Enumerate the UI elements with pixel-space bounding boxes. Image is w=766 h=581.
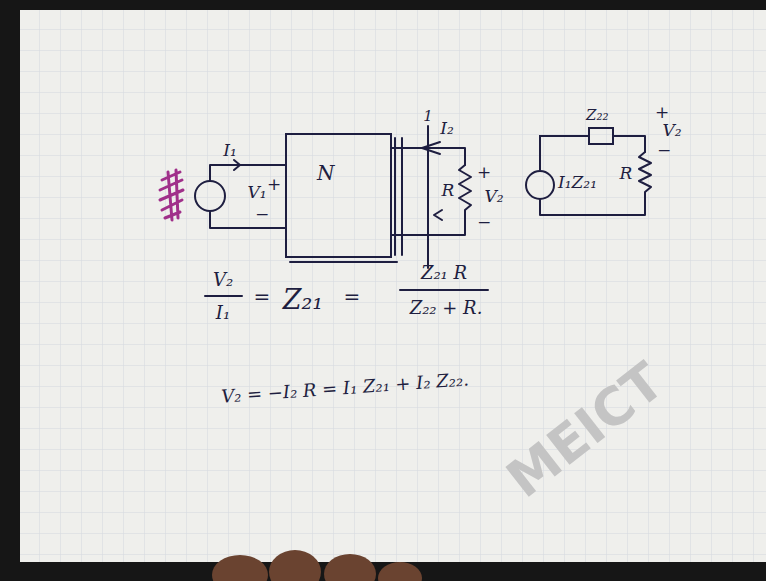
current-arrow — [220, 160, 240, 170]
equation-sign: = — [254, 287, 271, 307]
impedance-arrow — [434, 210, 442, 220]
equation-term: V₂ — [213, 271, 233, 289]
node-label: N — [317, 163, 335, 183]
equation-term: Z₂₁ R — [421, 264, 467, 282]
paper-sheet — [20, 10, 766, 562]
equation-sign: = — [344, 287, 361, 307]
current-label: I₂ — [440, 120, 454, 137]
polarity-sign: + — [267, 176, 281, 193]
network-box: N — [285, 133, 392, 258]
resistor-symbol — [459, 165, 471, 215]
equation-term: Z₂₁ — [283, 286, 323, 313]
node-label: Z₂₂ — [586, 108, 608, 123]
source-symbol: I₁Z₂₁ — [525, 170, 555, 200]
polarity-sign: + — [655, 104, 669, 121]
polarity-sign: + — [477, 164, 491, 181]
voltage-label: V₁ — [247, 184, 266, 201]
circle-outline — [525, 170, 555, 200]
polarity-sign: − — [477, 214, 491, 231]
voltage-label: V₂ — [484, 188, 503, 205]
port-wire — [290, 138, 465, 262]
input-wire — [210, 165, 285, 228]
voltage-label: V₂ — [662, 122, 681, 139]
current-label: I₁ — [223, 142, 237, 159]
current-arrow — [422, 142, 440, 154]
equation-term: Z₂₂ + R. — [410, 299, 483, 317]
hand-fingers — [212, 550, 422, 581]
resistor-label: R — [442, 182, 455, 199]
grid-lines — [20, 10, 766, 562]
resistor-label: R — [620, 165, 633, 182]
wire-connector — [540, 136, 588, 170]
source-symbol — [195, 181, 225, 211]
polarity-sign: − — [255, 206, 269, 223]
equation-term: I₁ — [216, 304, 230, 322]
cut-line — [427, 126, 429, 268]
resistor-symbol — [639, 152, 651, 196]
scribble-mark — [160, 170, 183, 220]
polarity-sign: − — [657, 142, 671, 159]
port-number: 1 — [423, 109, 433, 124]
node-label: I₁Z₂₁ — [558, 174, 597, 191]
equivalent-wire — [540, 136, 645, 215]
impedance-box: Z₂₂ — [588, 127, 614, 145]
